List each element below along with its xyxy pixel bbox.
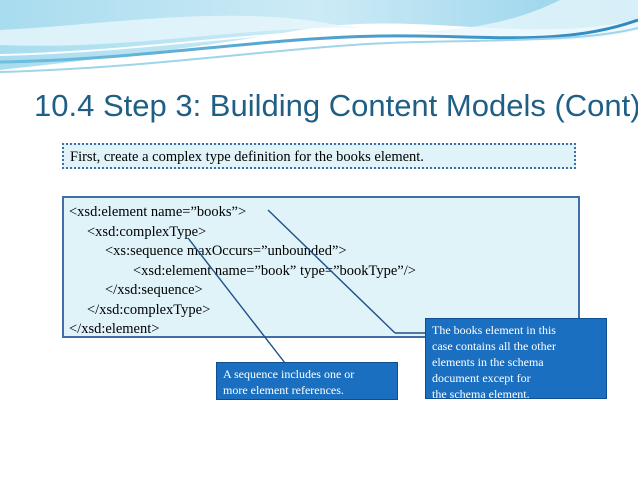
callout-line: The books element in this <box>432 323 556 337</box>
sequence-callout: A sequence includes one or more element … <box>216 362 398 400</box>
callout-line: A sequence includes one or <box>223 367 355 381</box>
callout-line: elements in the schema <box>432 355 544 369</box>
code-line: <xsd:element name=”book” type=”bookType”… <box>133 262 416 279</box>
intro-text-box: First, create a complex type definition … <box>62 143 576 169</box>
code-line: <xsd:element name=”books”> <box>69 204 247 220</box>
decorative-wave-header <box>0 0 638 73</box>
books-element-callout: The books element in this case contains … <box>425 318 607 401</box>
code-line: </xsd:complexType> <box>87 301 211 318</box>
callout-line: case contains all the other <box>432 339 556 353</box>
code-line: <xsd:complexType> <box>87 223 207 240</box>
callout-line: the schema element. <box>432 387 530 401</box>
code-line: </xsd:sequence> <box>105 282 203 298</box>
code-line: </xsd:element> <box>69 321 160 337</box>
code-box: <xsd:element name=”books”> <xsd:complexT… <box>62 196 580 338</box>
callout-line: more element references. <box>223 383 344 397</box>
slide-title: 10.4 Step 3: Building Content Models (Co… <box>34 88 638 123</box>
callout-line: document except for <box>432 371 531 385</box>
code-line: <xs:sequence maxOccurs=”unbounded”> <box>105 243 347 259</box>
